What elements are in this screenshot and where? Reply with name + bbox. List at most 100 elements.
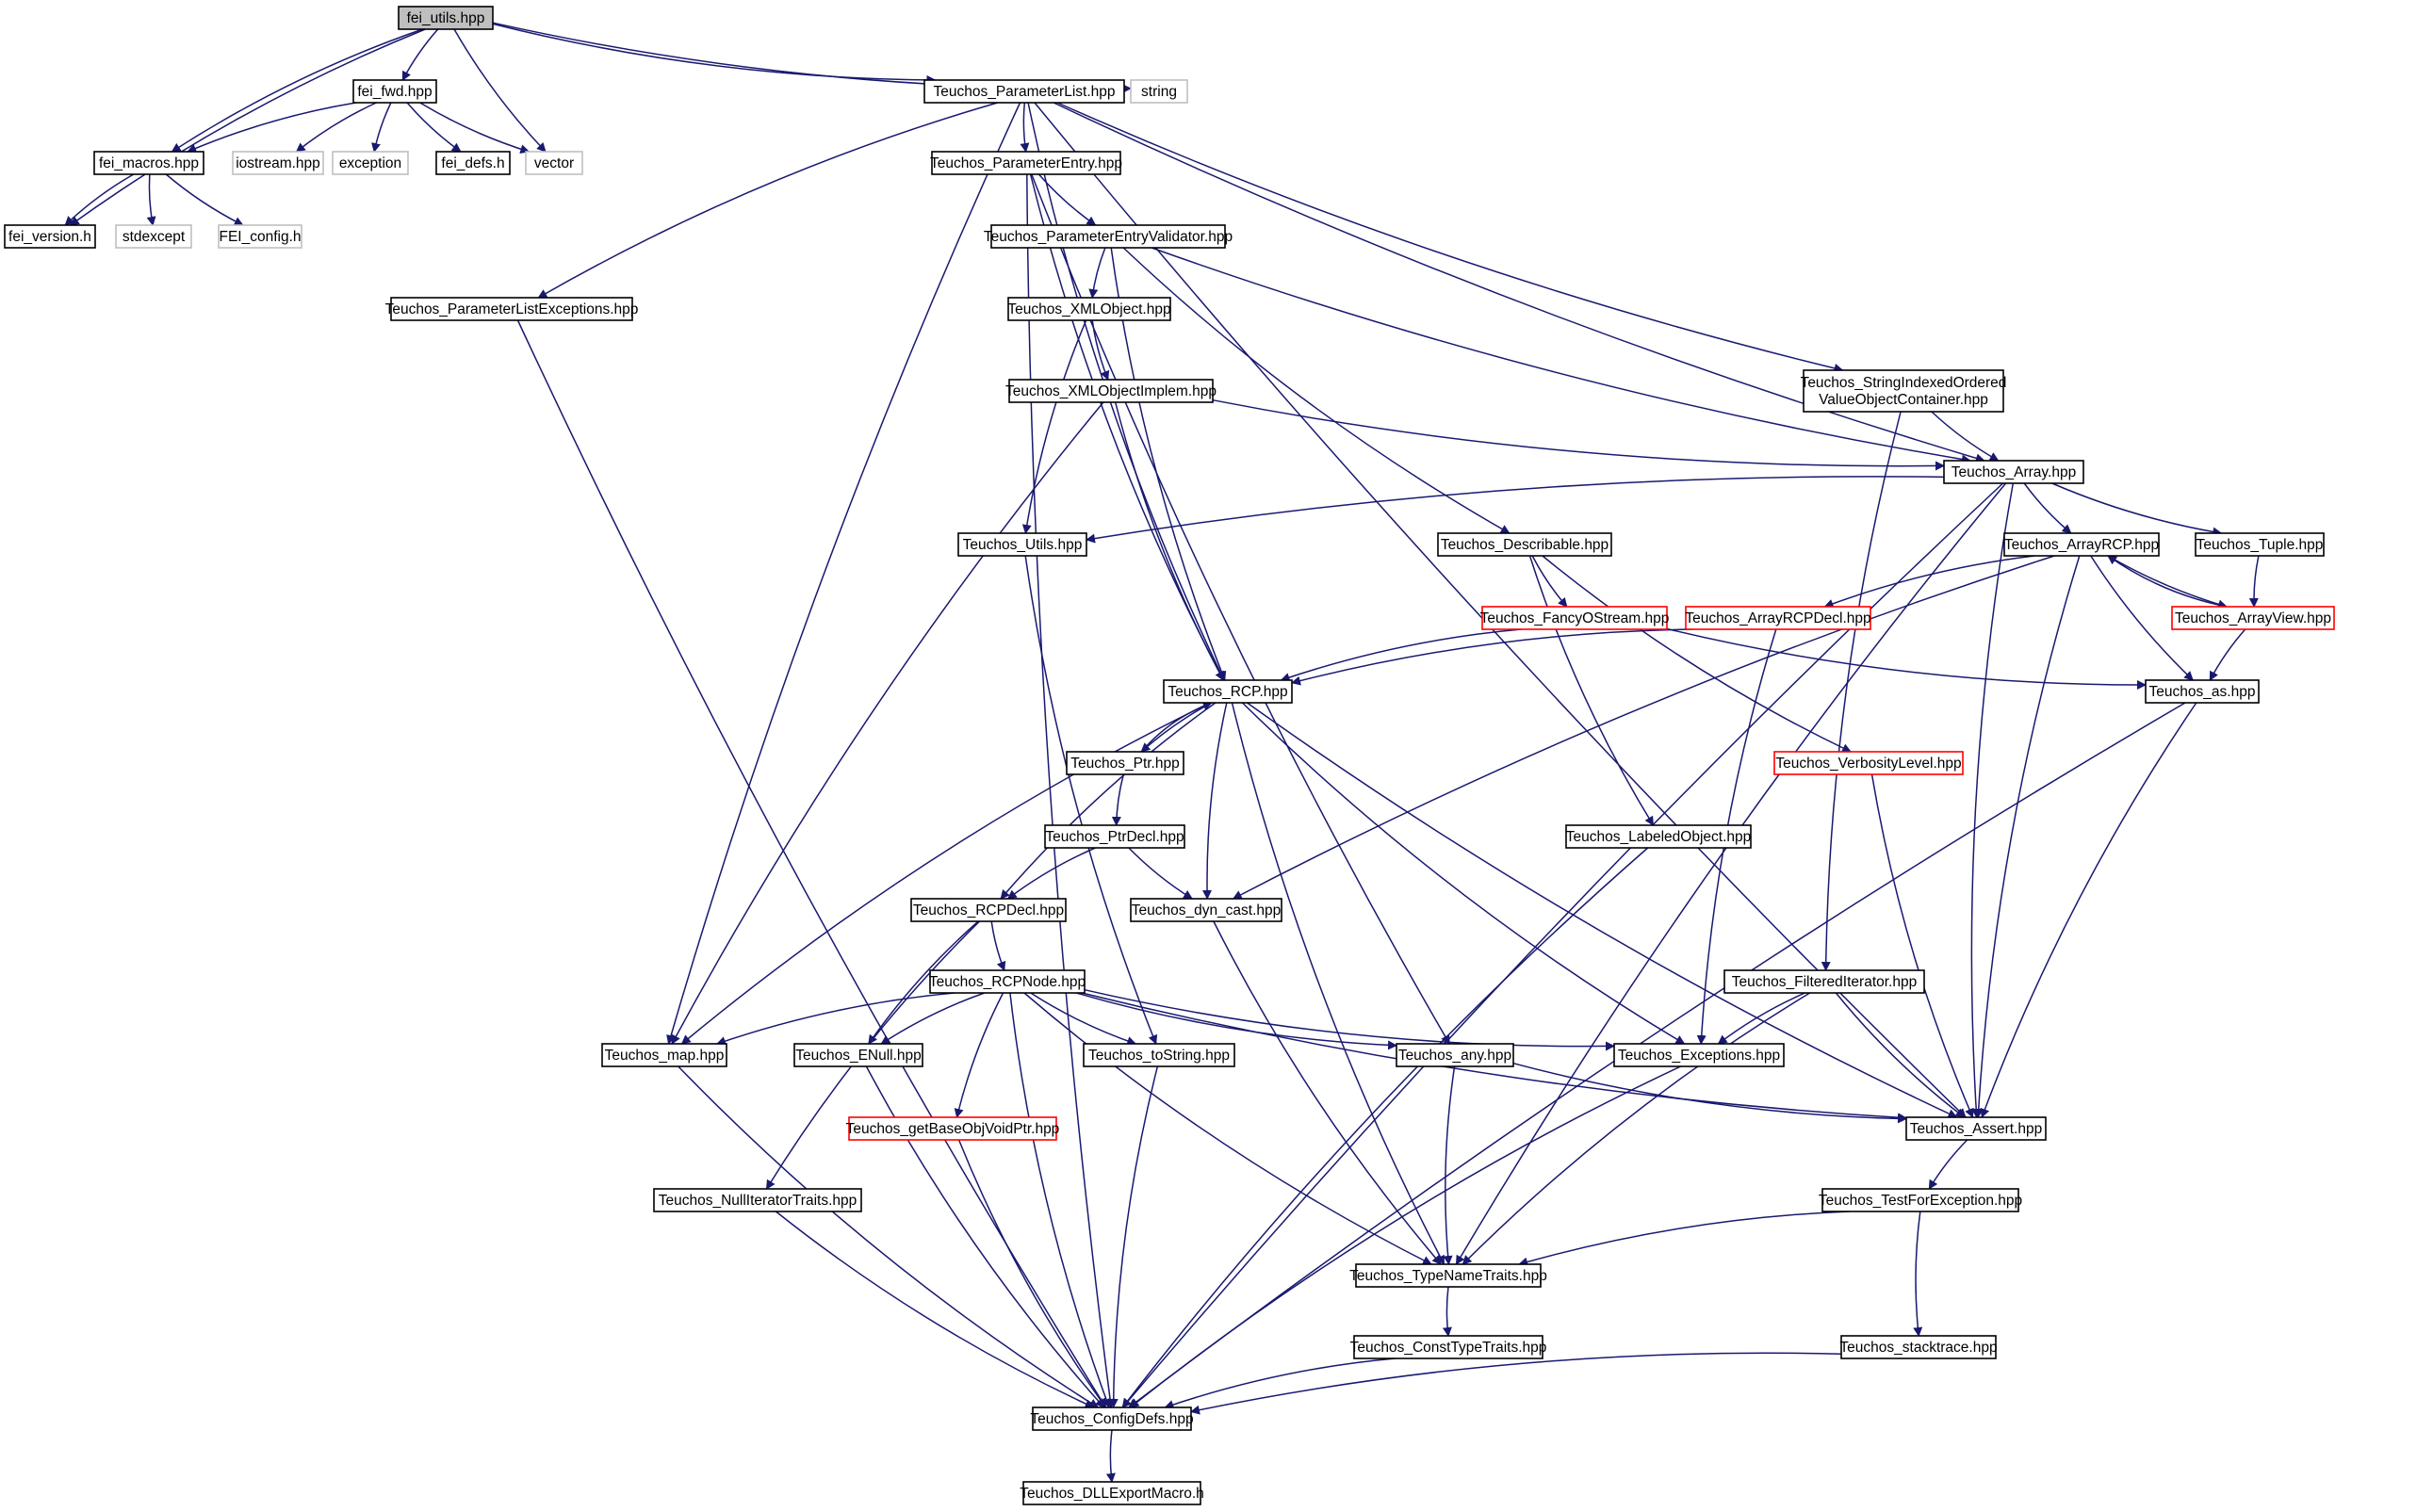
node-utils[interactable]: Teuchos_Utils.hpp <box>957 532 1087 557</box>
node-label: fei_defs.h <box>441 155 504 171</box>
edge-rcp-to-map <box>680 702 1211 1045</box>
node-dllexportmacro[interactable]: Teuchos_DLLExportMacro.h <box>1020 1481 1204 1505</box>
node-xmlobject[interactable]: Teuchos_XMLObject.hpp <box>1007 297 1171 321</box>
node-box <box>1803 369 2004 413</box>
node-label: Teuchos_ConfigDefs.hpp <box>1030 1411 1193 1427</box>
edge-fei-fwd-to-fei-defs <box>406 102 462 153</box>
node-label: Teuchos_StringIndexedOrdered <box>1801 375 2007 391</box>
node-enull[interactable]: Teuchos_ENull.hpp <box>793 1043 923 1067</box>
node-xmlobjectimplem[interactable]: Teuchos_XMLObjectImplem.hpp <box>1005 379 1217 403</box>
node-label: stdexcept <box>122 229 186 245</box>
node-exceptions[interactable]: Teuchos_Exceptions.hpp <box>1613 1043 1785 1067</box>
node-array[interactable]: Teuchos_Array.hpp <box>1943 460 2084 484</box>
node-any[interactable]: Teuchos_any.hpp <box>1396 1043 1514 1067</box>
node-arrayview[interactable]: Teuchos_ArrayView.hpp <box>2171 606 2335 630</box>
node-ptrdecl[interactable]: Teuchos_PtrDecl.hpp <box>1044 824 1185 849</box>
edge-parameterlist-to-stringindexed <box>1056 102 1844 373</box>
edge-as-to-configdefs <box>1128 702 2186 1408</box>
node-typenametraits[interactable]: Teuchos_TypeNameTraits.hpp <box>1349 1263 1547 1288</box>
node-as[interactable]: Teuchos_as.hpp <box>2145 679 2260 704</box>
node-fei-version[interactable]: fei_version.h <box>4 224 96 249</box>
node-parameterentryvalidator[interactable]: Teuchos_ParameterEntryValidator.hpp <box>984 224 1233 249</box>
node-ptr[interactable]: Teuchos_Ptr.hpp <box>1066 751 1184 775</box>
node-rcpdecl[interactable]: Teuchos_RCPDecl.hpp <box>910 898 1067 922</box>
node-labeledobject[interactable]: Teuchos_LabeledObject.hpp <box>1565 824 1752 849</box>
edge-parameterentryvalidator-to-describable <box>1122 247 1511 534</box>
node-parameterlistexceptions[interactable]: Teuchos_ParameterListExceptions.hpp <box>385 297 639 321</box>
node-getbaseobjvoidptr[interactable]: Teuchos_getBaseObjVoidPtr.hpp <box>846 1116 1060 1141</box>
node-label: Teuchos_Describable.hpp <box>1441 537 1609 553</box>
edge-xmlobjectimplem-to-array <box>1212 398 1945 471</box>
node-fei-fwd[interactable]: fei_fwd.hpp <box>352 79 437 104</box>
node-parameterentry[interactable]: Teuchos_ParameterEntry.hpp <box>930 151 1122 175</box>
node-box <box>115 224 192 249</box>
node-arrayrcp[interactable]: Teuchos_ArrayRCP.hpp <box>2003 532 2160 557</box>
node-rcp[interactable]: Teuchos_RCP.hpp <box>1163 679 1293 704</box>
edge-testforexception-to-typenametraits <box>1518 1211 1850 1267</box>
node-stacktrace[interactable]: Teuchos_stacktrace.hpp <box>1839 1335 1998 1359</box>
node-arrayrcpdecl[interactable]: Teuchos_ArrayRCPDecl.hpp <box>1685 606 1871 630</box>
edge-configdefs-to-dllexportmacro <box>1105 1429 1116 1483</box>
edge-rcp-to-typenametraits <box>1231 702 1445 1265</box>
node-map[interactable]: Teuchos_map.hpp <box>601 1043 727 1067</box>
edge-describable-to-labeledobject <box>1528 555 1655 826</box>
node-tuple[interactable]: Teuchos_Tuple.hpp <box>2195 532 2325 557</box>
node-label: Teuchos_RCPDecl.hpp <box>913 902 1064 919</box>
node-fei-defs[interactable]: fei_defs.h <box>435 151 511 175</box>
edge-parameterentry-to-configdefs <box>1026 173 1116 1408</box>
node-assert[interactable]: Teuchos_Assert.hpp <box>1905 1116 2047 1141</box>
node-configdefs[interactable]: Teuchos_ConfigDefs.hpp <box>1030 1406 1194 1431</box>
edge-verbositylevel-to-assert <box>1870 773 1974 1118</box>
node-consttypetraits[interactable]: Teuchos_ConstTypeTraits.hpp <box>1350 1335 1547 1359</box>
node-label: Teuchos_ParameterList.hpp <box>933 84 1115 100</box>
node-box <box>601 1043 727 1067</box>
node-box <box>1007 297 1171 321</box>
node-dyn-cast[interactable]: Teuchos_dyn_cast.hpp <box>1130 898 1282 922</box>
edge-xmlobject-to-xmlobjectimplem <box>1091 319 1110 381</box>
node-label: Teuchos_PtrDecl.hpp <box>1045 829 1184 845</box>
node-label: vector <box>534 155 574 171</box>
node-verbositylevel[interactable]: Teuchos_VerbosityLevel.hpp <box>1773 751 1964 775</box>
node-stringindexed[interactable]: Teuchos_StringIndexedOrderedValueObjectC… <box>1801 369 2007 413</box>
node-testforexception[interactable]: Teuchos_TestForException.hpp <box>1819 1188 2022 1212</box>
node-label: Teuchos_Array.hpp <box>1952 464 2076 480</box>
edge-rcpdecl-to-enull <box>868 920 979 1045</box>
node-box <box>1044 824 1185 849</box>
edge-fei-utils-to-parameterlist <box>492 23 937 85</box>
node-tostring[interactable]: Teuchos_toString.hpp <box>1083 1043 1235 1067</box>
node-parameterlist[interactable]: Teuchos_ParameterList.hpp <box>923 79 1125 104</box>
node-box <box>1565 824 1752 849</box>
node-label: Teuchos_Tuple.hpp <box>2197 537 2324 553</box>
edge-rcpnode-to-configdefs <box>1009 992 1111 1408</box>
node-nulliteratortraits[interactable]: Teuchos_NullIteratorTraits.hpp <box>653 1188 862 1212</box>
node-label: Teuchos_ParameterEntry.hpp <box>930 155 1122 171</box>
node-fei-utils[interactable]: fei_utils.hpp <box>398 6 494 30</box>
node-box <box>1437 532 1612 557</box>
node-describable[interactable]: Teuchos_Describable.hpp <box>1437 532 1612 557</box>
edge-labeledobject-to-configdefs <box>1121 847 1649 1408</box>
node-label: string <box>1141 84 1177 100</box>
edge-ptr-to-rcp <box>1140 701 1213 753</box>
edge-parameterlist-to-array <box>1053 102 1985 463</box>
node-fancyostream[interactable]: Teuchos_FancyOStream.hpp <box>1480 606 1670 630</box>
node-label: Teuchos_FancyOStream.hpp <box>1480 610 1670 626</box>
node-label: Teuchos_ParameterEntryValidator.hpp <box>984 229 1233 245</box>
node-filterediterator[interactable]: Teuchos_FilteredIterator.hpp <box>1723 969 1925 994</box>
node-box <box>923 79 1125 104</box>
edge-ptr-to-ptrdecl <box>1111 773 1125 826</box>
node-rcpnode[interactable]: Teuchos_RCPNode.hpp <box>929 969 1086 994</box>
edge-stacktrace-to-configdefs <box>1190 1352 1842 1415</box>
edge-any-to-typenametraits <box>1443 1065 1456 1265</box>
node-stdexcept: stdexcept <box>115 224 192 249</box>
node-box <box>398 6 494 30</box>
node-box <box>1083 1043 1235 1067</box>
node-box <box>1943 460 2084 484</box>
edge-parameterlist-to-map <box>666 102 1021 1045</box>
edge-enull-to-configdefs <box>865 1065 1105 1408</box>
node-fei-config: FEI_config.h <box>218 224 302 249</box>
node-box <box>910 898 1067 922</box>
node-fei-macros[interactable]: fei_macros.hpp <box>93 151 204 175</box>
edge-arrayrcp-to-dyn-cast <box>1232 555 2055 900</box>
edge-arrayrcpdecl-to-rcp <box>1291 628 1694 686</box>
